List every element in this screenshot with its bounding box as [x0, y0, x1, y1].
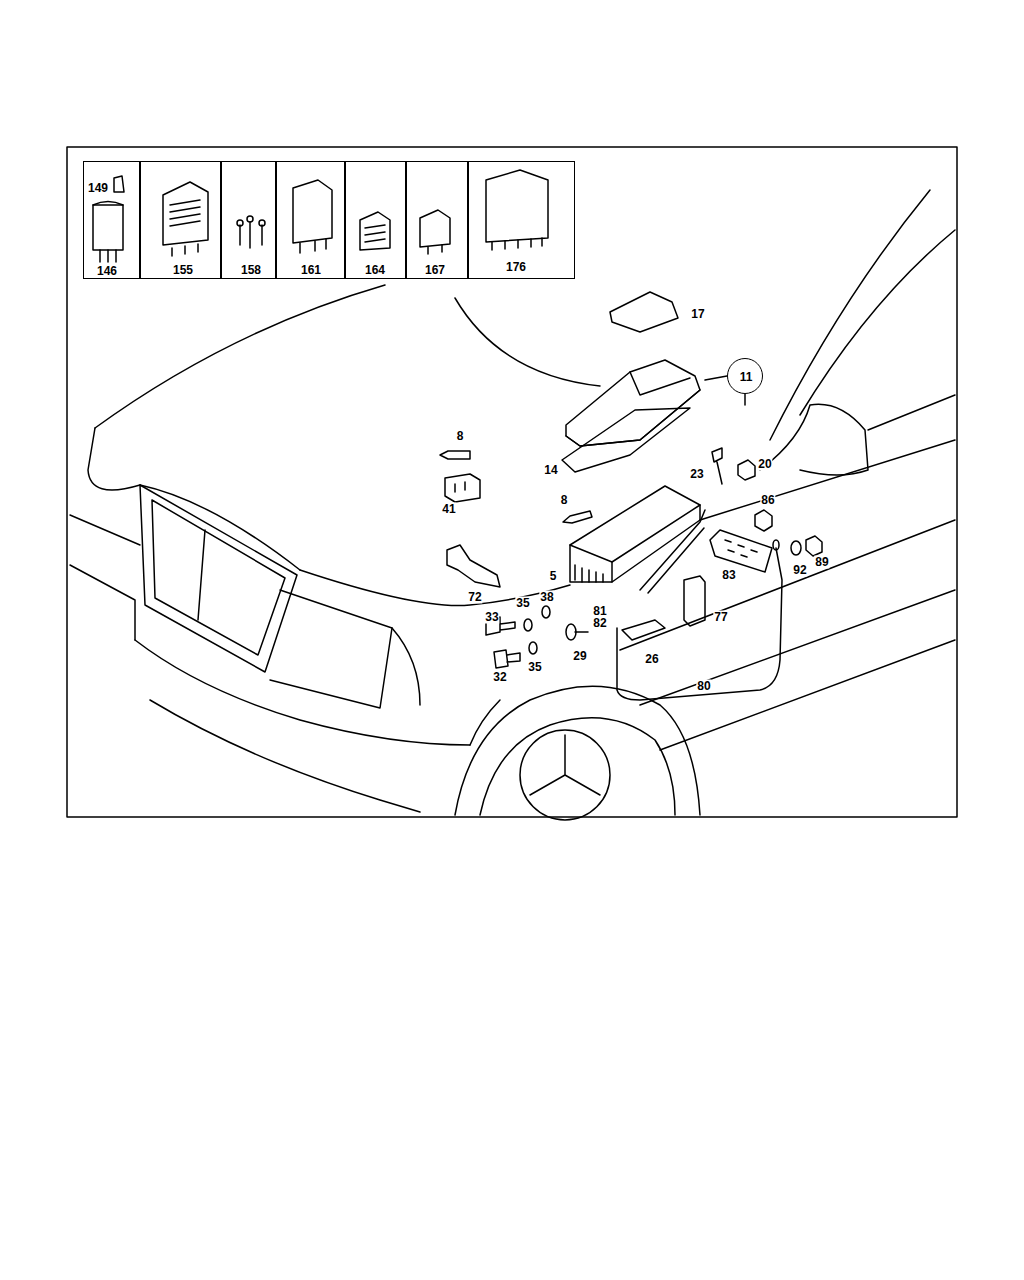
- part-number: 164: [364, 264, 386, 277]
- callout-number: 33: [484, 611, 499, 624]
- part-cell: 155: [140, 161, 221, 279]
- part-cell: 161: [276, 161, 345, 279]
- callout-number: 83: [721, 569, 736, 582]
- callout-number: 29: [572, 650, 587, 663]
- callout-number: 72: [467, 591, 482, 604]
- callout-number: 8: [456, 430, 465, 443]
- callout-number: 23: [689, 468, 704, 481]
- part-number: 176: [505, 261, 527, 274]
- part-cell: 167: [406, 161, 468, 279]
- part-cell: 158: [221, 161, 276, 279]
- callout-number: 82: [592, 617, 607, 630]
- callout-number: 35: [527, 661, 542, 674]
- part-number: 155: [172, 264, 194, 277]
- callout-circle: 11: [727, 358, 763, 394]
- part-cell: 176: [468, 161, 575, 279]
- part-cell: 149 146: [83, 161, 140, 279]
- callout-number: 41: [441, 503, 456, 516]
- part-number: 149: [87, 182, 109, 195]
- callout-number: 20: [757, 458, 772, 471]
- callout-number: 77: [713, 611, 728, 624]
- part-number: 146: [96, 265, 118, 278]
- part-number: 11: [739, 371, 754, 384]
- part-cell: 164: [345, 161, 406, 279]
- callout-number: 80: [696, 680, 711, 693]
- part-number: 161: [300, 264, 322, 277]
- callout-number: 35: [515, 597, 530, 610]
- callout-number: 38: [539, 591, 554, 604]
- callout-number: 17: [690, 308, 705, 321]
- part-number: 167: [424, 264, 446, 277]
- callout-number: 14: [543, 464, 558, 477]
- callout-number: 92: [792, 564, 807, 577]
- callout-number: 32: [492, 671, 507, 684]
- callout-number: 8: [560, 494, 569, 507]
- callout-number: 26: [644, 653, 659, 666]
- callout-number: 5: [549, 570, 558, 583]
- callout-number: 86: [760, 494, 775, 507]
- part-number: 158: [240, 264, 262, 277]
- callout-number: 89: [814, 556, 829, 569]
